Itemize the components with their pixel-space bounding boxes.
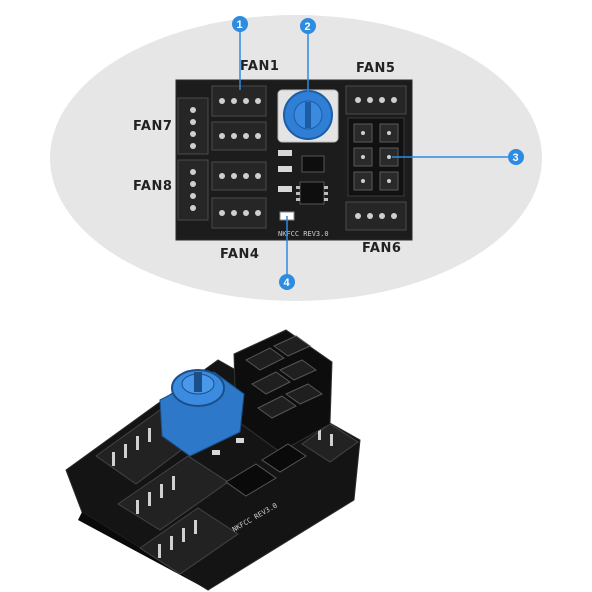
fan1-label: FAN1 (240, 59, 279, 74)
fan-header-fan6 (345, 201, 407, 231)
callout-4-number: 4 (284, 277, 291, 289)
fan7-label: FAN7 (133, 119, 172, 134)
potentiometer-photo (159, 369, 245, 457)
fan-header-fan8 (177, 159, 209, 221)
callout-4: 4 (279, 216, 295, 290)
pcb-angled-photo: NKFCC REV3.0 (65, 329, 361, 592)
callout-3-number: 3 (513, 152, 519, 164)
fan-header-fan1 (211, 85, 267, 117)
fan6-label: FAN6 (362, 241, 401, 256)
fan8-label: FAN8 (133, 179, 172, 194)
fan-header-fan4 (211, 197, 267, 229)
pcb-top-view: NKFCC REV3.0 (175, 79, 413, 241)
fan5-label: FAN5 (356, 61, 395, 76)
callout-2-number: 2 (305, 21, 311, 33)
fan4-label: FAN4 (220, 247, 259, 262)
callout-3: 3 (392, 149, 524, 165)
callout-2: 2 (300, 18, 316, 92)
pwm-chip (296, 181, 328, 205)
six-pin-power-connector-photo (233, 329, 333, 453)
potentiometer (277, 89, 339, 143)
callout-1: 1 (232, 16, 248, 90)
fan-header-fan7 (177, 97, 209, 155)
callout-1-number: 1 (237, 19, 243, 31)
board-silkscreen: NKFCC REV3.0 (278, 230, 329, 238)
fan-header-fan5 (345, 85, 407, 115)
